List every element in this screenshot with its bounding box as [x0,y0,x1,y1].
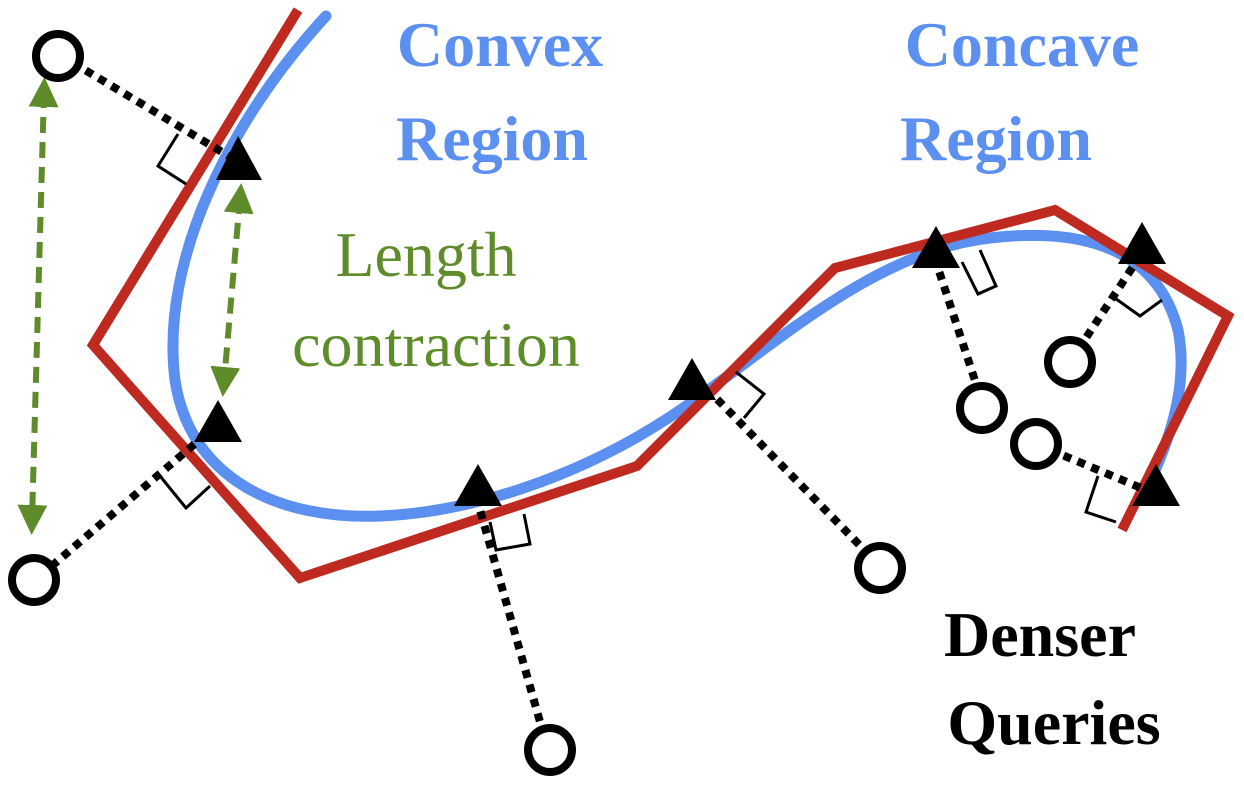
circle-icon [8,554,60,606]
circle-icon [1044,336,1096,388]
right-angle-icon [960,249,998,296]
polyline-approximation [86,7,1235,584]
convex-label-line2: Region [396,103,588,174]
connector [713,395,883,569]
right-angle-icon [1084,475,1117,524]
length-label-line1: Length [335,219,516,290]
length-label-line2: contraction [292,309,580,380]
short-double-arrow [210,183,254,397]
connector [476,508,552,752]
triangle-icon [194,400,242,442]
denser-label-line1: Denser [944,599,1136,670]
right-angle-icon [488,513,532,552]
right-angle-icon [158,475,212,511]
query-circles [8,30,1096,776]
convex-label-line1: Convex [397,9,603,80]
right-angle-markers [155,133,1163,552]
long-double-arrow [17,77,59,535]
right-angle-icon [1111,294,1163,318]
circle-icon [1010,418,1062,470]
smooth-curve [167,10,1187,522]
denser-label-line2: Queries [947,687,1160,758]
circle-icon [956,382,1008,434]
circle-icon [32,30,84,82]
triangle-icon [1132,464,1180,506]
concave-label-line1: Concave [905,9,1140,80]
connector [37,432,207,580]
triangle-icon [216,136,262,180]
circle-icon [854,542,906,594]
concave-label-line2: Region [900,103,1092,174]
connector [57,51,235,162]
connector [934,266,988,410]
triangle-icon [1118,222,1166,264]
right-angle-icon [735,370,767,419]
triangle-icon [454,464,502,506]
triangle-markers [194,136,1180,506]
right-angle-icon [155,133,187,186]
triangle-icon [668,358,716,400]
triangle-icon [912,226,960,268]
length-arrows [17,77,254,535]
circle-icon [524,724,576,776]
